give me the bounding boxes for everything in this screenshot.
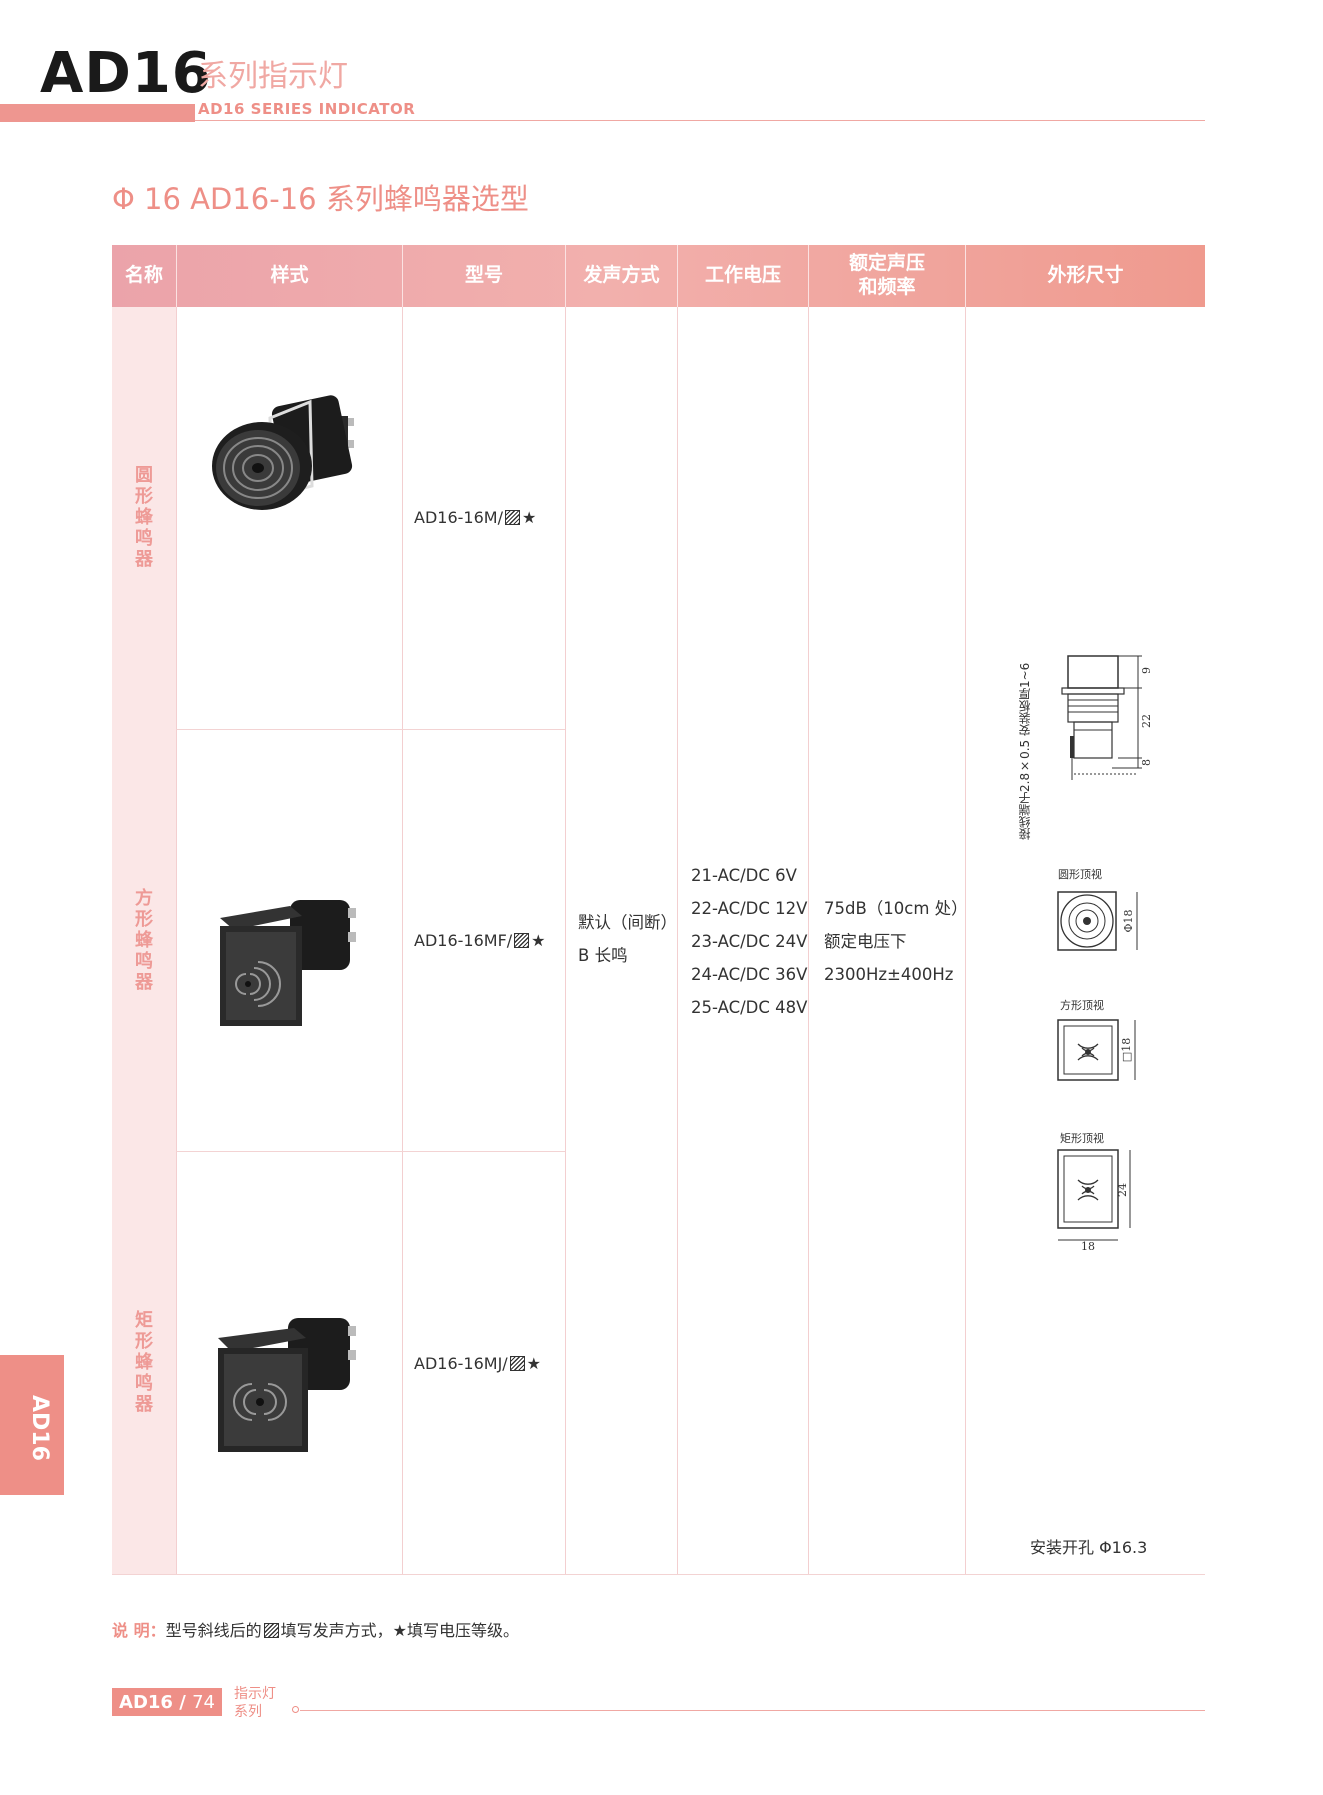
footer-series-line1: 指示灯 xyxy=(234,1686,276,1702)
rect-top-drawing: 24 18 xyxy=(1057,1149,1131,1252)
footer-brand: AD16 / xyxy=(119,1691,186,1713)
square-buzzer-photo xyxy=(220,900,356,1026)
model-square: AD16-16MF/ ★ xyxy=(414,931,546,950)
header-accent-bar xyxy=(0,104,195,122)
sound-code-hatch-icon xyxy=(509,1356,525,1371)
header-style: 样式 xyxy=(270,264,309,287)
side-view-drawing: 9 22 8 xyxy=(1061,655,1153,780)
round-top-label: 圆形顶视 xyxy=(1058,868,1102,881)
header-divider xyxy=(565,245,566,307)
rect-buzzer-photo xyxy=(218,1318,356,1452)
model-text: AD16-16MJ/ xyxy=(414,1354,508,1373)
dim-9-label: 9 xyxy=(1140,667,1153,674)
row-divider xyxy=(176,729,565,730)
model-round: AD16-16M/ ★ xyxy=(414,508,536,527)
dim-8-label: 8 xyxy=(1140,759,1153,766)
rect-h-label: 24 xyxy=(1116,1183,1129,1197)
row-name-text: 圆形蜂鸣器 xyxy=(135,465,153,570)
row-name-round: 圆形蜂鸣器 xyxy=(112,465,176,570)
voltage-item: 25-AC/DC 48V xyxy=(691,998,808,1017)
footer-rule xyxy=(300,1710,1205,1711)
row-name-text: 方形蜂鸣器 xyxy=(135,888,153,993)
grid-line xyxy=(402,307,403,1575)
row-name-rect: 矩形蜂鸣器 xyxy=(112,1310,176,1415)
square-top-drawing: □18 xyxy=(1057,1019,1136,1081)
rated-condition: 额定电压下 xyxy=(824,932,907,951)
table-header xyxy=(112,245,1205,307)
row-divider xyxy=(176,1151,565,1152)
header-divider xyxy=(677,245,678,307)
grid-line xyxy=(677,307,678,1575)
rect-w-label: 18 xyxy=(1081,1240,1095,1252)
header-rated-line1: 额定声压 xyxy=(848,252,925,275)
series-title-en: AD16 SERIES INDICATOR xyxy=(198,100,416,118)
sound-mode-long: B 长鸣 xyxy=(578,946,628,965)
header-voltage: 工作电压 xyxy=(704,264,781,287)
table-bottom-rule xyxy=(112,1574,1205,1575)
sound-code-hatch-icon xyxy=(263,1623,279,1638)
terminal-label: 接线端子2.8×0.5 安装板厚1~6 xyxy=(1018,662,1032,840)
header-dimension: 外形尺寸 xyxy=(1047,264,1124,287)
side-tab-label: AD16 xyxy=(27,1395,52,1461)
series-title-cn: 系列指示灯 xyxy=(198,59,348,94)
voltage-item: 22-AC/DC 12V xyxy=(691,899,808,918)
footer-page-box: AD16 / 74 xyxy=(112,1688,222,1716)
voltage-cell: 21-AC/DC 6V 22-AC/DC 12V 23-AC/DC 24V 24… xyxy=(691,859,807,1024)
rect-top-label: 矩形顶视 xyxy=(1060,1132,1104,1145)
brand-title: AD16 xyxy=(40,41,212,106)
model-text: AD16-16M/ xyxy=(414,508,503,527)
header-rated: 额定声压 和频率 xyxy=(809,245,965,307)
voltage-item: 24-AC/DC 36V xyxy=(691,965,808,984)
header-divider xyxy=(402,245,403,307)
footer-series-line2: 系列 xyxy=(234,1704,262,1720)
model-text: AD16-16MF/ xyxy=(414,931,513,950)
name-column xyxy=(112,307,176,1575)
side-tab xyxy=(0,1355,64,1495)
note-label: 说 明： xyxy=(112,1621,166,1640)
sound-mode-cell: 默认（间断） B 长鸣 xyxy=(578,906,677,972)
note: 说 明：型号斜线后的填写发声方式，★填写电压等级。 xyxy=(112,1617,519,1641)
note-text-2: 填写发声方式，★填写电压等级。 xyxy=(280,1621,519,1640)
rated-cell: 75dB（10cm 处） 额定电压下 2300Hz±400Hz xyxy=(824,892,968,991)
model-rect: AD16-16MJ/ ★ xyxy=(414,1354,541,1373)
sound-code-hatch-icon xyxy=(514,933,530,948)
voltage-star-icon: ★ xyxy=(521,508,537,527)
sound-code-hatch-icon xyxy=(504,510,520,525)
grid-line xyxy=(176,307,177,1575)
row-name-text: 矩形蜂鸣器 xyxy=(135,1310,153,1415)
square-size-label: □18 xyxy=(1120,1038,1133,1062)
grid-line xyxy=(808,307,809,1575)
rated-frequency: 2300Hz±400Hz xyxy=(824,965,954,984)
header-model: 型号 xyxy=(464,264,503,287)
footer-dot-icon xyxy=(292,1706,299,1713)
header-rule xyxy=(195,120,1205,121)
row-name-square: 方形蜂鸣器 xyxy=(112,888,176,993)
round-top-drawing: Φ18 xyxy=(1057,891,1138,951)
panel-hole-label: 安装开孔 Φ16.3 xyxy=(1030,1538,1148,1557)
round-buzzer-photo xyxy=(212,395,354,510)
footer-page-number: 74 xyxy=(192,1691,215,1713)
voltage-item: 23-AC/DC 24V xyxy=(691,932,808,951)
round-dia-label: Φ18 xyxy=(1122,909,1135,932)
grid-line xyxy=(965,307,966,1575)
header-name: 名称 xyxy=(124,264,163,287)
voltage-item: 21-AC/DC 6V xyxy=(691,866,797,885)
header-rated-line2: 和频率 xyxy=(858,276,916,298)
header-divider xyxy=(808,245,809,307)
footer-series: 指示灯 系列 xyxy=(234,1685,276,1721)
section-title: Φ 16 AD16-16 系列蜂鸣器选型 xyxy=(112,182,529,216)
header-divider xyxy=(965,245,966,307)
sound-mode-default: 默认（间断） xyxy=(578,913,677,932)
square-top-label: 方形顶视 xyxy=(1060,999,1104,1012)
header-divider xyxy=(176,245,177,307)
header-sound: 发声方式 xyxy=(583,264,660,287)
rated-pressure: 75dB（10cm 处） xyxy=(824,899,968,918)
dim-22-label: 22 xyxy=(1140,714,1153,728)
grid-line xyxy=(565,307,566,1575)
note-text-1: 型号斜线后的 xyxy=(165,1621,262,1640)
voltage-star-icon: ★ xyxy=(531,931,546,950)
voltage-star-icon: ★ xyxy=(526,1354,542,1373)
